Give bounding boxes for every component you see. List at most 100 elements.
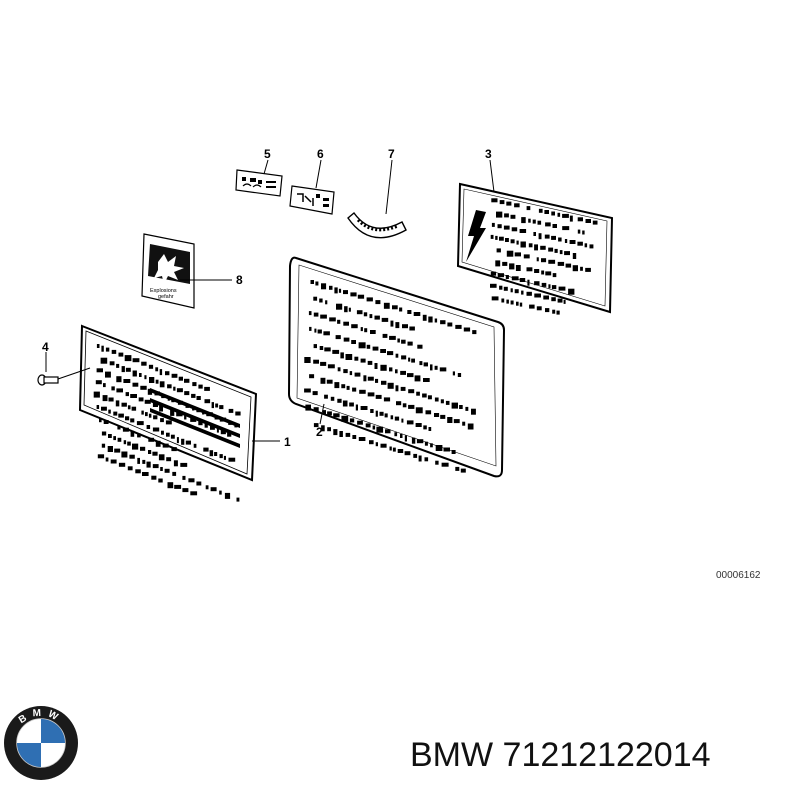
placeholder-text-mark xyxy=(366,297,373,302)
label-plate-8: Explosions gefahr xyxy=(141,233,195,309)
placeholder-text-mark xyxy=(585,267,591,272)
placeholder-text-mark xyxy=(396,401,402,406)
placeholder-text-mark xyxy=(424,457,429,462)
placeholder-text-mark xyxy=(178,376,183,381)
placeholder-text-mark xyxy=(406,420,414,425)
placeholder-text-mark xyxy=(380,349,386,353)
placeholder-text-mark xyxy=(148,364,154,369)
placeholder-text-mark xyxy=(132,443,139,450)
placeholder-text-mark xyxy=(443,447,450,452)
placeholder-text-mark xyxy=(333,413,340,418)
placeholder-text-mark xyxy=(374,363,378,369)
placeholder-text-mark xyxy=(313,344,317,349)
placeholder-text-mark xyxy=(424,441,428,446)
placeholder-text-mark xyxy=(451,402,458,409)
placeholder-text-mark xyxy=(118,413,124,418)
placeholder-text-mark xyxy=(540,245,546,250)
placeholder-text-mark xyxy=(326,379,333,384)
placeholder-text-mark xyxy=(511,276,519,281)
placeholder-text-mark xyxy=(394,416,400,421)
placeholder-text-mark xyxy=(103,383,106,388)
placeholder-text-mark xyxy=(404,451,411,456)
placeholder-text-mark xyxy=(174,484,182,489)
placeholder-text-mark xyxy=(160,418,164,423)
placeholder-text-mark xyxy=(534,293,541,298)
placeholder-text-mark xyxy=(315,281,319,286)
placeholder-text-mark xyxy=(113,411,118,416)
placeholder-text-mark xyxy=(173,386,176,391)
placeholder-text-mark xyxy=(203,447,209,452)
placeholder-text-mark xyxy=(227,432,232,437)
placeholder-text-mark xyxy=(400,370,406,375)
placeholder-text-mark xyxy=(124,355,132,362)
placeholder-text-mark xyxy=(506,201,512,206)
callout-numbers: 5 6 7 3 8 4 1 2 xyxy=(42,147,492,449)
placeholder-text-mark xyxy=(211,402,214,409)
placeholder-text-mark xyxy=(182,488,189,493)
placeholder-text-mark xyxy=(582,230,585,235)
placeholder-text-mark xyxy=(400,434,403,438)
placeholder-text-mark xyxy=(402,403,407,408)
placeholder-text-mark xyxy=(165,420,172,425)
placeholder-text-mark xyxy=(359,389,366,394)
placeholder-text-mark xyxy=(346,385,350,390)
placeholder-text-mark xyxy=(219,405,224,410)
placeholder-text-mark xyxy=(496,211,503,218)
placeholder-text-mark xyxy=(223,455,226,460)
placeholder-text-mark xyxy=(541,282,547,287)
placeholder-text-mark xyxy=(127,466,133,471)
placeholder-text-mark xyxy=(417,344,423,349)
placeholder-text-mark xyxy=(356,310,363,315)
placeholder-text-mark xyxy=(577,229,581,234)
placeholder-text-mark xyxy=(355,404,358,411)
placeholder-text-mark xyxy=(116,388,123,393)
label-8-line-1: Explosions xyxy=(150,288,177,294)
placeholder-text-mark xyxy=(357,294,365,299)
bmw-logo: BMW xyxy=(4,706,78,780)
placeholder-text-mark xyxy=(219,454,223,459)
placeholder-text-mark xyxy=(118,352,124,357)
placeholder-text-mark xyxy=(354,372,361,377)
placeholder-text-mark xyxy=(105,457,109,462)
placeholder-text-mark xyxy=(357,420,363,425)
placeholder-text-mark xyxy=(490,283,497,288)
placeholder-text-mark xyxy=(147,388,153,395)
placeholder-text-mark xyxy=(551,235,556,240)
placeholder-text-mark xyxy=(99,418,102,423)
callout-5: 5 xyxy=(264,147,271,161)
placeholder-text-mark xyxy=(349,418,355,423)
placeholder-text-mark xyxy=(505,275,509,279)
placeholder-text-mark xyxy=(414,375,421,382)
placeholder-text-mark xyxy=(330,396,335,401)
placeholder-text-mark xyxy=(95,380,102,385)
placeholder-text-mark xyxy=(495,260,501,267)
placeholder-text-mark xyxy=(455,466,460,471)
placeholder-text-mark xyxy=(459,405,463,409)
placeholder-text-mark xyxy=(155,440,161,447)
placeholder-text-mark xyxy=(309,374,315,379)
placeholder-text-mark xyxy=(370,409,374,413)
placeholder-text-mark xyxy=(395,369,398,374)
placeholder-text-mark xyxy=(335,335,341,340)
placeholder-text-mark xyxy=(544,210,549,214)
placeholder-text-mark xyxy=(204,423,208,428)
placeholder-text-mark xyxy=(155,367,159,372)
placeholder-text-mark xyxy=(434,397,439,402)
placeholder-text-mark xyxy=(130,394,137,398)
placeholder-text-mark xyxy=(162,443,169,448)
placeholder-text-mark xyxy=(556,310,560,315)
placeholder-text-mark xyxy=(158,478,163,483)
rivet-4 xyxy=(37,374,59,386)
placeholder-text-mark xyxy=(408,357,411,362)
placeholder-text-mark xyxy=(381,380,387,385)
placeholder-text-mark xyxy=(180,462,188,467)
placeholder-text-mark xyxy=(153,415,158,420)
placeholder-text-mark xyxy=(543,295,549,300)
placeholder-text-mark xyxy=(428,427,432,431)
placeholder-text-mark xyxy=(527,279,530,286)
placeholder-text-mark xyxy=(101,431,107,436)
placeholder-text-mark xyxy=(354,356,359,361)
placeholder-text-mark xyxy=(184,378,190,383)
placeholder-text-mark xyxy=(565,263,572,268)
placeholder-text-mark xyxy=(505,238,509,242)
